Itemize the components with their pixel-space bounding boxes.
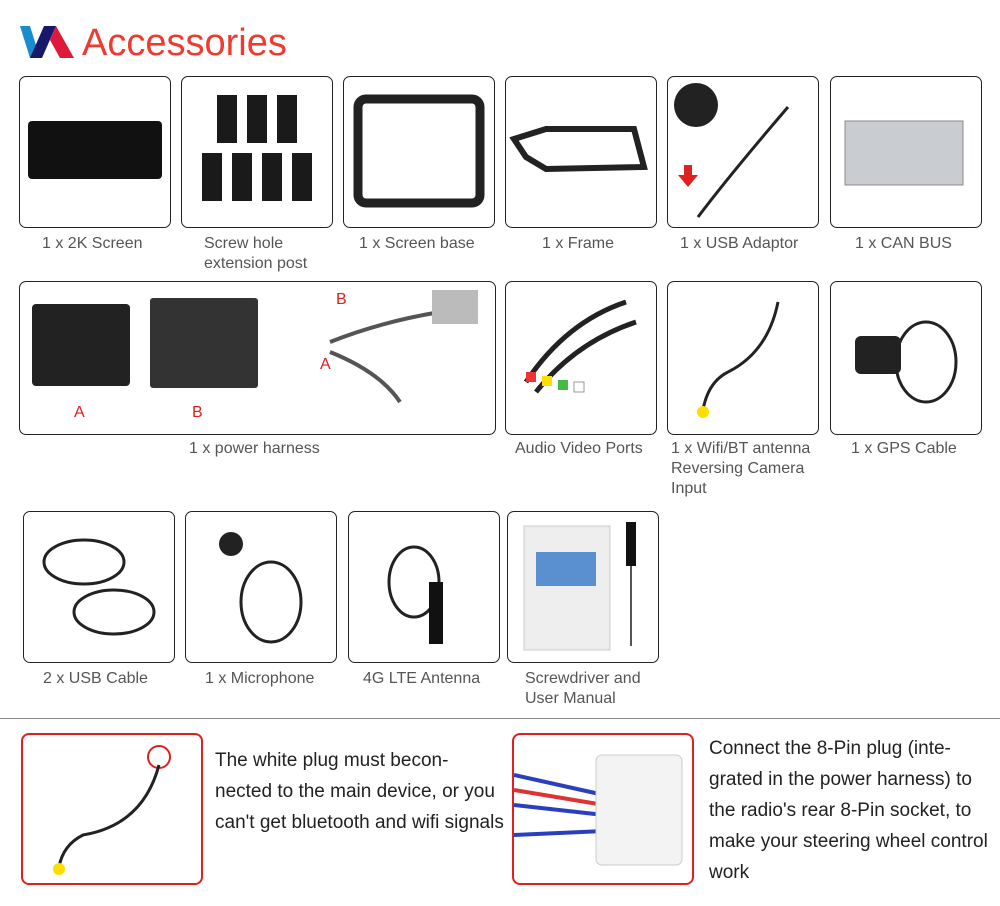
connector-b-marker: B — [336, 291, 347, 308]
item-label: 1 x power harness — [189, 440, 320, 457]
microphone-image — [185, 511, 337, 663]
connector-a-marker: A — [74, 404, 85, 421]
item-label: 4G LTE Antenna — [363, 670, 481, 687]
item-label: Screw hole extension post — [204, 235, 308, 272]
gps-cable-image — [830, 281, 982, 435]
frame-image — [505, 76, 657, 228]
extension-post-image — [181, 76, 333, 228]
white-plug-note: The white plug must becon-nected to the … — [215, 750, 504, 833]
wifi-antenna-image — [667, 281, 819, 435]
can-bus-image — [830, 76, 982, 228]
item-label: 1 x Frame — [542, 235, 615, 252]
item-label: 2 x USB Cable — [43, 670, 148, 687]
av-ports-image — [505, 281, 657, 435]
power-harness-image — [19, 281, 496, 435]
connector-b-marker: B — [192, 404, 203, 421]
brand-logo-icon — [20, 26, 74, 58]
item-label: 1 x GPS Cable — [851, 440, 957, 457]
usb-cable-image — [23, 511, 175, 663]
usb-adaptor-image — [667, 76, 819, 228]
page-title: Accessories — [82, 22, 287, 64]
item-label: 1 x CAN BUS — [855, 235, 952, 252]
white-plug-image — [21, 733, 203, 885]
eight-pin-note: Connect the 8-Pin plug (inte-grated in t… — [709, 738, 988, 883]
lte-antenna-image — [348, 511, 500, 663]
screwdriver-manual-image — [507, 511, 659, 663]
connector-a-marker: A — [320, 356, 331, 373]
item-label: 1 x Microphone — [205, 670, 315, 687]
item-label: 1 x USB Adaptor — [680, 235, 799, 252]
item-label: 1 x Screen base — [359, 235, 475, 252]
screen-image — [19, 76, 171, 228]
screen-base-image — [343, 76, 495, 228]
item-label: Screwdriver and User Manual — [525, 670, 641, 707]
eight-pin-plug-image — [512, 733, 694, 885]
divider — [0, 718, 1000, 719]
item-label: 1 x Wifi/BT antenna Reversing Camera Inp… — [671, 440, 811, 497]
item-label: 1 x 2K Screen — [42, 235, 143, 252]
item-label: Audio Video Ports — [515, 440, 643, 457]
